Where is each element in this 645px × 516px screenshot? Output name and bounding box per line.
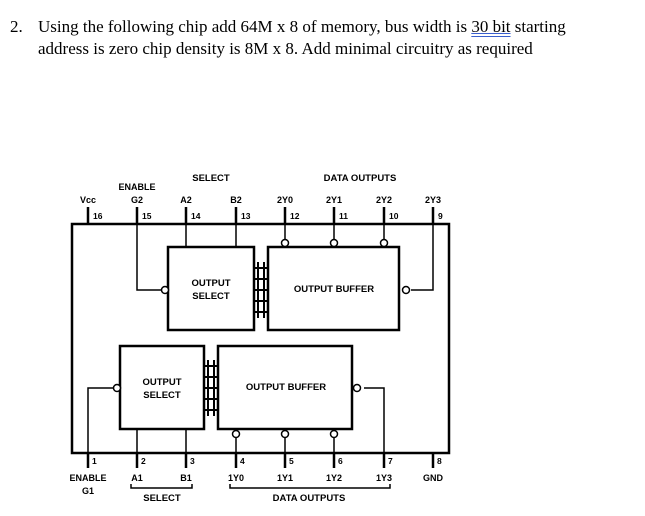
pin-number-12: 12: [290, 211, 300, 221]
pin-number-9: 9: [438, 211, 443, 221]
pin-label-1y1: 1Y1: [277, 473, 293, 483]
pin-number-1: 1: [92, 456, 97, 466]
pin-number-11: 11: [339, 211, 348, 221]
question-line1-start: Using the following chip add 64M x 8 of …: [38, 17, 472, 36]
pin-label-b1: B1: [180, 473, 192, 483]
bottom-data-outputs-group-label: DATA OUTPUTS: [273, 493, 346, 504]
top-output-select-label-1: OUTPUT: [191, 278, 230, 289]
question-line2: address is zero chip density is 8M x 8. …: [38, 39, 533, 58]
bottom-output-buffer-label: OUTPUT BUFFER: [246, 382, 326, 393]
1y0-inverter-bubble: [231, 429, 241, 439]
top-enable-label: ENABLE: [118, 182, 155, 192]
pin-label-2y3: 2Y3: [425, 195, 441, 205]
1y1-inverter-bubble: [280, 429, 290, 439]
bottom-internal-bus: [204, 360, 218, 416]
chip-outline: [70, 222, 451, 455]
pin-label-2y2: 2Y2: [376, 195, 392, 205]
pin-label-a1: A1: [131, 473, 143, 483]
pin-label-1y3: 1Y3: [376, 473, 392, 483]
pin-label-gnd: GND: [423, 473, 444, 483]
pin-label-a2: A2: [180, 195, 192, 205]
bottom-select-group-label: SELECT: [143, 493, 181, 504]
2y2-inverter-bubble: [379, 238, 389, 248]
2y3-inverter-bubble: [401, 285, 411, 295]
question-bus-width: 30 bit: [471, 17, 511, 36]
top-output-buffer-label: OUTPUT BUFFER: [294, 284, 374, 295]
bottom-enable-inverter-bubble: [112, 383, 122, 393]
top-enable-inverter-bubble: [160, 285, 170, 295]
1y3-inverter-bubble: [352, 383, 362, 393]
pin-label-b2: B2: [230, 195, 242, 205]
2y1-inverter-bubble: [329, 238, 339, 248]
question-line1-end: starting: [510, 17, 566, 36]
top-data-outputs-group-label: DATA OUTPUTS: [324, 173, 397, 184]
pin-number-4: 4: [240, 456, 245, 466]
pin-number-10: 10: [389, 211, 399, 221]
pin-label-1y0: 1Y0: [228, 473, 244, 483]
pin-label-1y2: 1Y2: [326, 473, 342, 483]
pin-label-vcc: Vcc: [80, 195, 96, 205]
question-number: 2.: [10, 17, 23, 36]
pin-label-enable: ENABLE: [69, 473, 106, 483]
pin-number-3: 3: [190, 456, 195, 466]
pin-label-2y0: 2Y0: [277, 195, 293, 205]
pin-number-16: 16: [93, 211, 103, 221]
pin-number-7: 7: [388, 456, 393, 466]
pin-number-13: 13: [241, 211, 251, 221]
2y0-inverter-bubble: [280, 238, 290, 248]
top-output-select-label-2: SELECT: [192, 291, 230, 302]
pin-label-2y1: 2Y1: [326, 195, 342, 205]
pin-number-6: 6: [338, 456, 343, 466]
bottom-data-outputs-bracket: [229, 484, 391, 489]
g2-enable-wire: [136, 224, 162, 291]
pin-number-5: 5: [289, 456, 294, 466]
1y3-wire: [364, 387, 385, 453]
bottom-output-select-label-2: SELECT: [143, 390, 181, 401]
pin-number-15: 15: [142, 211, 152, 221]
1y2-inverter-bubble: [329, 429, 339, 439]
question-body: Using the following chip add 64M x 8 of …: [38, 16, 638, 60]
bottom-select-bracket: [130, 484, 193, 489]
bottom-output-select-label-1: OUTPUT: [142, 377, 181, 388]
2y3-wire: [411, 224, 434, 291]
pin-label-g1: G1: [82, 486, 94, 496]
pin-number-2: 2: [141, 456, 146, 466]
pin-number-14: 14: [191, 211, 201, 221]
pin-label-g2: G2: [131, 195, 143, 205]
pin-number-8: 8: [437, 456, 442, 466]
top-internal-bus: [254, 262, 268, 318]
top-select-group-label: SELECT: [192, 173, 230, 184]
g1-enable-wire: [87, 387, 114, 453]
